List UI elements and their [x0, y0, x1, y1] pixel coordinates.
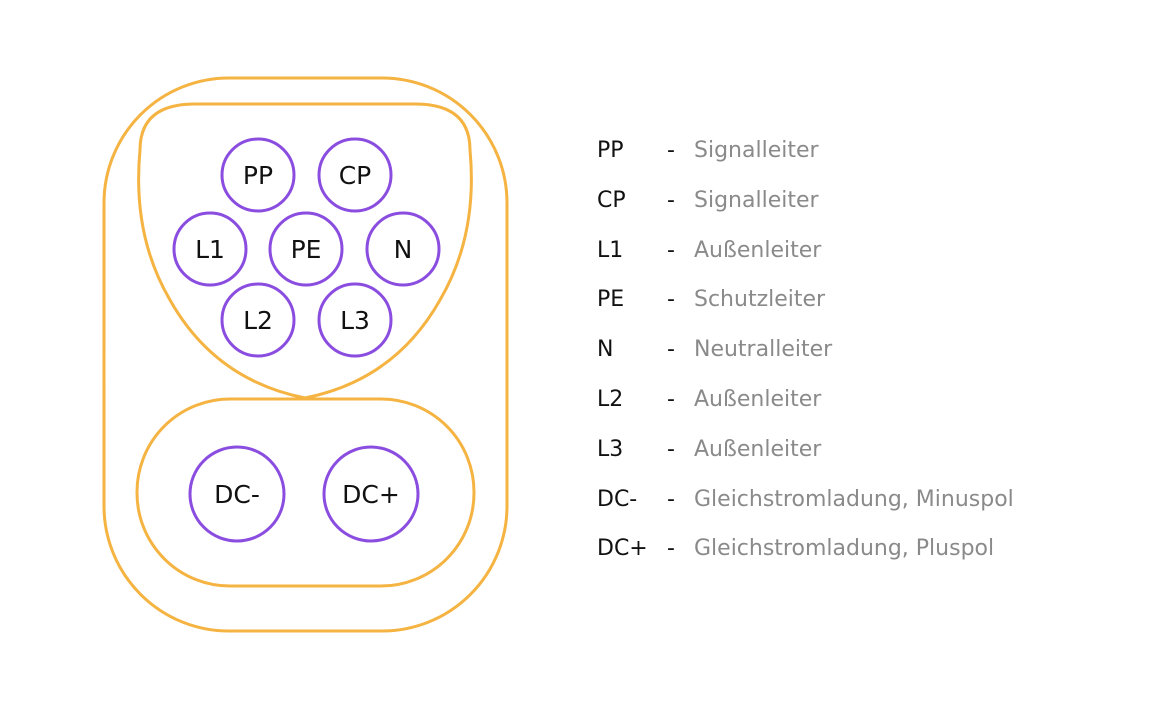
legend-row: DC- - Gleichstromladung, Minuspol [597, 480, 1117, 530]
legend-code: PE [597, 287, 625, 313]
legend-row: L2 - Außenleiter [597, 380, 1117, 430]
pin-pe-label: PE [291, 235, 322, 264]
pin-n: N [365, 211, 441, 287]
legend-dash: - [667, 337, 675, 363]
pin-l1: L1 [172, 211, 248, 287]
legend-row: L1 - Außenleiter [597, 231, 1117, 281]
legend-description: Gleichstromladung, Minuspol [694, 486, 1014, 512]
pin-n-label: N [394, 235, 413, 264]
pin-pp-label: PP [243, 161, 273, 190]
legend-dash: - [667, 287, 675, 313]
legend-dash: - [667, 536, 675, 562]
ccs2-connector-diagram: PP CP L1 PE N L2 L3 DC- DC+ [102, 76, 509, 633]
outer-housing [102, 76, 509, 633]
legend-dash: - [667, 386, 675, 412]
pin-dc-plus: DC+ [322, 445, 420, 543]
pin-l3-label: L3 [340, 306, 370, 335]
legend-description: Außenleiter [694, 436, 822, 462]
legend-description: Außenleiter [694, 386, 822, 412]
legend-description: Außenleiter [694, 237, 822, 263]
legend-code: L1 [597, 237, 624, 263]
legend-dash: - [667, 486, 675, 512]
legend-code: CP [597, 187, 626, 213]
pin-legend: PP - Signalleiter CP - Signalleiter L1 -… [597, 131, 1117, 579]
pin-pe: PE [268, 211, 344, 287]
pin-pp: PP [220, 137, 296, 213]
legend-row: L3 - Außenleiter [597, 430, 1117, 480]
legend-dash: - [667, 138, 675, 163]
legend-code: DC- [597, 486, 638, 512]
legend-code: L2 [597, 386, 624, 412]
legend-description: Signalleiter [694, 138, 819, 163]
legend-description: Signalleiter [694, 187, 819, 213]
legend-description: Schutzleiter [694, 287, 826, 313]
pin-cp: CP [317, 137, 393, 213]
legend-dash: - [667, 187, 675, 213]
pin-dc-minus: DC- [188, 445, 286, 543]
pin-l3: L3 [317, 282, 393, 358]
legend-code: N [597, 337, 614, 363]
pin-l2-label: L2 [243, 306, 273, 335]
pin-cp-label: CP [339, 161, 372, 190]
legend-code: L3 [597, 436, 624, 462]
pin-dc-minus-label: DC- [214, 480, 260, 509]
pin-l2: L2 [220, 282, 296, 358]
legend-description: Gleichstromladung, Pluspol [694, 536, 995, 562]
legend-code: DC+ [597, 536, 648, 562]
legend-code: PP [597, 138, 624, 163]
legend-row: DC+ - Gleichstromladung, Pluspol [597, 529, 1117, 579]
legend-row: CP - Signalleiter [597, 181, 1117, 231]
legend-row: PE - Schutzleiter [597, 280, 1117, 330]
legend-description: Neutralleiter [694, 337, 833, 363]
legend-row: N - Neutralleiter [597, 330, 1117, 380]
legend-dash: - [667, 237, 675, 263]
legend-row: PP - Signalleiter [597, 131, 1117, 181]
legend-dash: - [667, 436, 675, 462]
dc-socket-outline [135, 397, 476, 588]
pin-l1-label: L1 [195, 235, 225, 264]
pin-dc-plus-label: DC+ [342, 480, 400, 509]
